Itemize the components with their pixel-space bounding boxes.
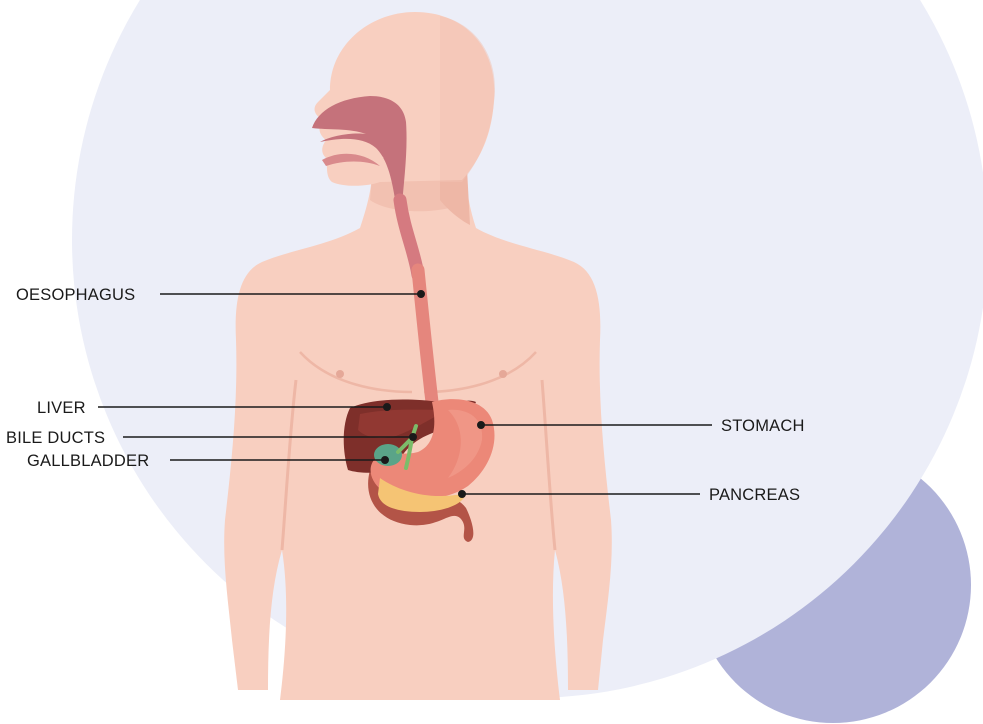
label-liver: LIVER bbox=[37, 399, 86, 417]
label-stomach: STOMACH bbox=[721, 417, 805, 435]
label-bile-ducts: BILE DUCTS bbox=[6, 429, 105, 447]
label-oesophagus: OESOPHAGUS bbox=[16, 286, 135, 304]
label-gallbladder: GALLBLADDER bbox=[27, 452, 149, 470]
gallbladder bbox=[374, 444, 402, 466]
label-pancreas: PANCREAS bbox=[709, 486, 800, 504]
